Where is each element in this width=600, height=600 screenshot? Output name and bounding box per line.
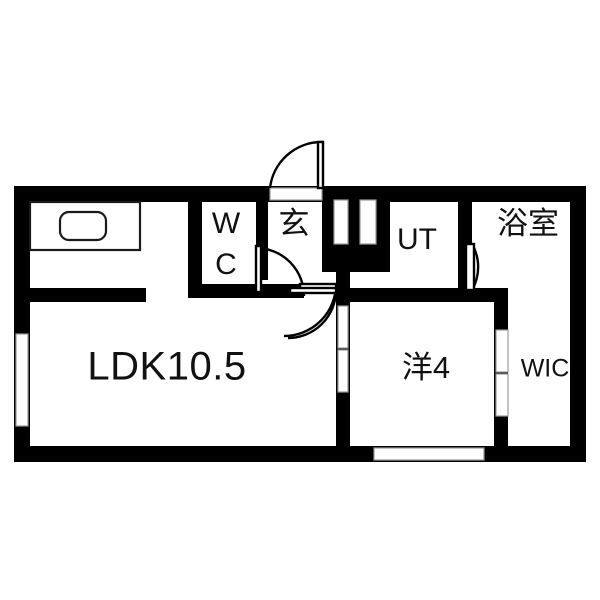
room-label-bath: 浴室 [497, 206, 559, 241]
room-label-wc-line2: C [215, 248, 237, 281]
openings-group [15, 187, 509, 461]
bath-door [464, 242, 480, 292]
ldk-west-window [15, 333, 29, 427]
bedroom-south-window [373, 447, 485, 461]
kitchen-counter [28, 200, 142, 252]
wic-sliding-door-lower [495, 373, 509, 417]
room-label-bedroom: 洋4 [402, 350, 450, 385]
entrance-threshold [269, 187, 323, 201]
room-label-genkan: 玄 [279, 206, 310, 241]
entrance-door [268, 140, 325, 190]
bedroom-west-sliding-door-upper [337, 305, 349, 349]
shoe-cabinet [333, 199, 377, 245]
room-label-wc-line1: W [212, 207, 241, 240]
bedroom-west-sliding-door-lower [337, 349, 349, 393]
room-label-ldk: LDK10.5 [87, 345, 246, 389]
kitchen-sink [58, 210, 108, 242]
wic-sliding-door-upper [495, 329, 509, 373]
room-label-wic: WIC [521, 355, 570, 383]
room-label-ut: UT [397, 223, 437, 256]
ldk-hall-door [287, 286, 338, 340]
